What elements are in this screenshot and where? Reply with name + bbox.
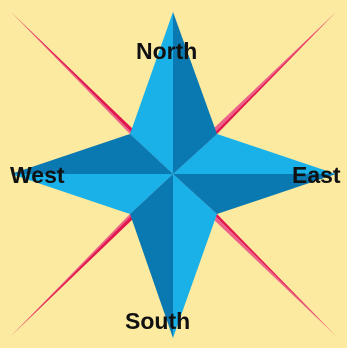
label-west: West bbox=[10, 164, 65, 187]
label-east: East bbox=[292, 164, 341, 187]
label-north: North bbox=[136, 40, 197, 63]
label-south: South bbox=[125, 310, 190, 333]
